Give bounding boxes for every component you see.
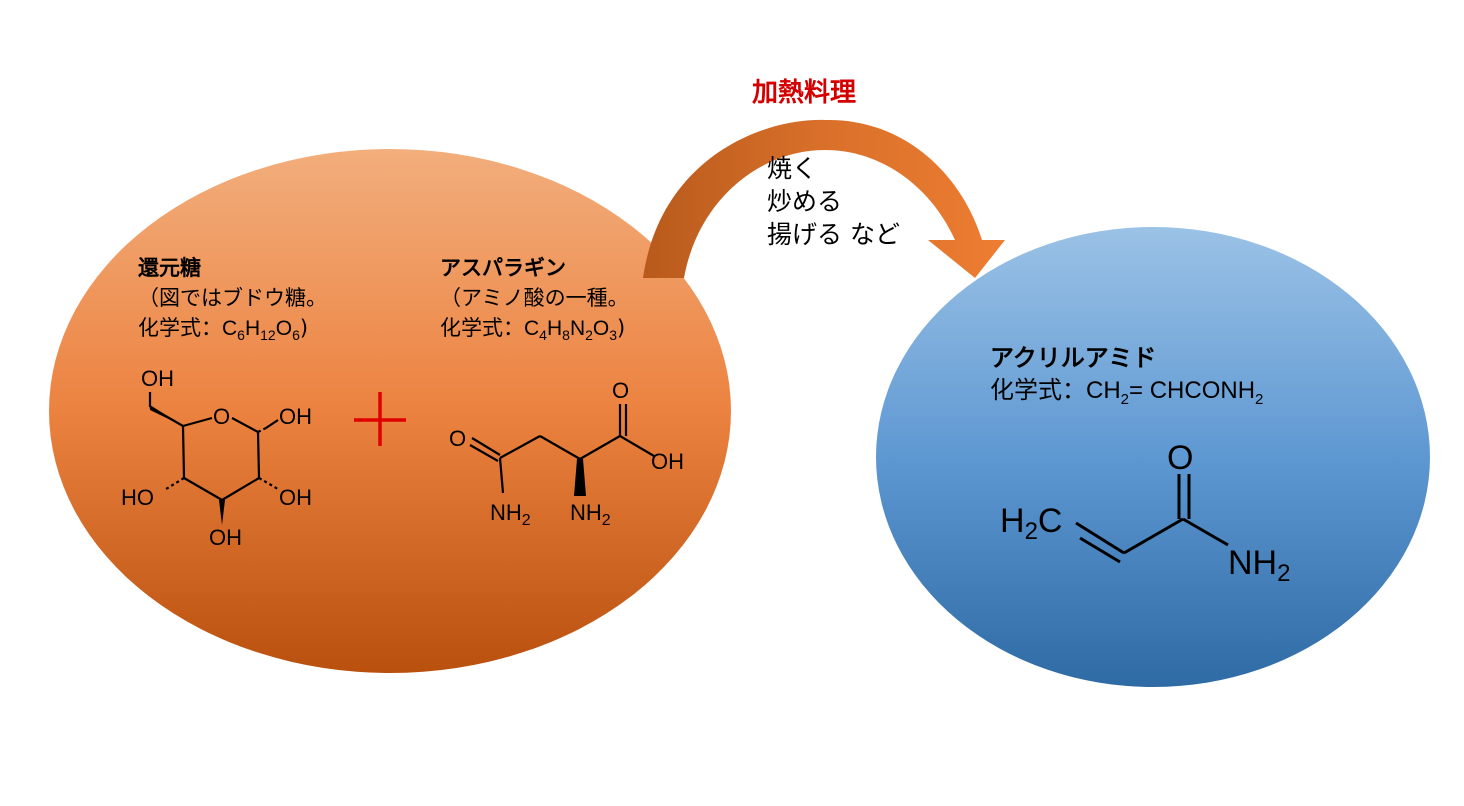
asparagine-formula: 化学式：C4H8N2O3) bbox=[440, 316, 626, 344]
asparagine-amide-nh2: NH2 bbox=[490, 500, 531, 529]
asparagine-note: （アミノ酸の一種。 bbox=[440, 286, 629, 310]
asparagine-oh: OH bbox=[651, 449, 684, 474]
asparagine-structure bbox=[469, 404, 655, 494]
method-item: 炒める bbox=[767, 187, 843, 216]
acrylamide-o: O bbox=[1167, 439, 1193, 477]
asparagine-title: アスパラギン bbox=[440, 256, 566, 280]
heating-arrow bbox=[643, 119, 1005, 278]
glucose-ring-o: O bbox=[213, 404, 230, 429]
product-ellipse bbox=[876, 227, 1430, 687]
reducing-sugar-label: 還元糖 （図ではブドウ糖。 化学式：C6H12O6) bbox=[138, 253, 327, 350]
acrylamide-title: アクリルアミド bbox=[990, 344, 1157, 372]
cooking-methods: 焼く 炒める 揚げる など bbox=[767, 152, 900, 251]
asparagine-wedge-bond bbox=[574, 459, 586, 496]
asparagine-amine-nh2: NH2 bbox=[570, 500, 611, 529]
reducing-sugar-title: 還元糖 bbox=[138, 256, 201, 280]
glucose-oh-c6: OH bbox=[141, 366, 174, 391]
asparagine-label: アスパラギン （アミノ酸の一種。 化学式：C4H8N2O3) bbox=[440, 253, 629, 350]
reducing-sugar-note: （図ではブドウ糖。 bbox=[138, 286, 327, 310]
reactants-ellipse bbox=[49, 149, 731, 673]
method-item: 焼く bbox=[767, 154, 818, 183]
acrylamide-h2c: H2C bbox=[1000, 502, 1062, 545]
asparagine-amide-o: O bbox=[449, 426, 466, 451]
acrylamide-label: アクリルアミド 化学式：CH2= CHCONH2 bbox=[990, 342, 1263, 416]
glucose-wedge-bond bbox=[219, 500, 225, 525]
glucose-ho-c4: HO bbox=[121, 485, 154, 510]
acrylamide-structure bbox=[1075, 474, 1229, 564]
glucose-oh-c1: OH bbox=[279, 404, 312, 429]
glucose-wedge-c5 bbox=[150, 405, 183, 426]
glucose-oh-c3: OH bbox=[209, 525, 242, 550]
method-item: 揚げる など bbox=[767, 220, 900, 249]
acrylamide-formula: 化学式：CH2= CHCONH2 bbox=[990, 376, 1264, 408]
reducing-sugar-formula: 化学式：C6H12O6) bbox=[138, 316, 309, 344]
asparagine-acid-o: O bbox=[612, 378, 629, 403]
glucose-oh-c2: OH bbox=[279, 485, 312, 510]
heat-cooking-title: 加熱料理 bbox=[752, 78, 857, 108]
acrylamide-nh2: NH2 bbox=[1228, 544, 1290, 587]
plus-sign bbox=[354, 392, 406, 446]
